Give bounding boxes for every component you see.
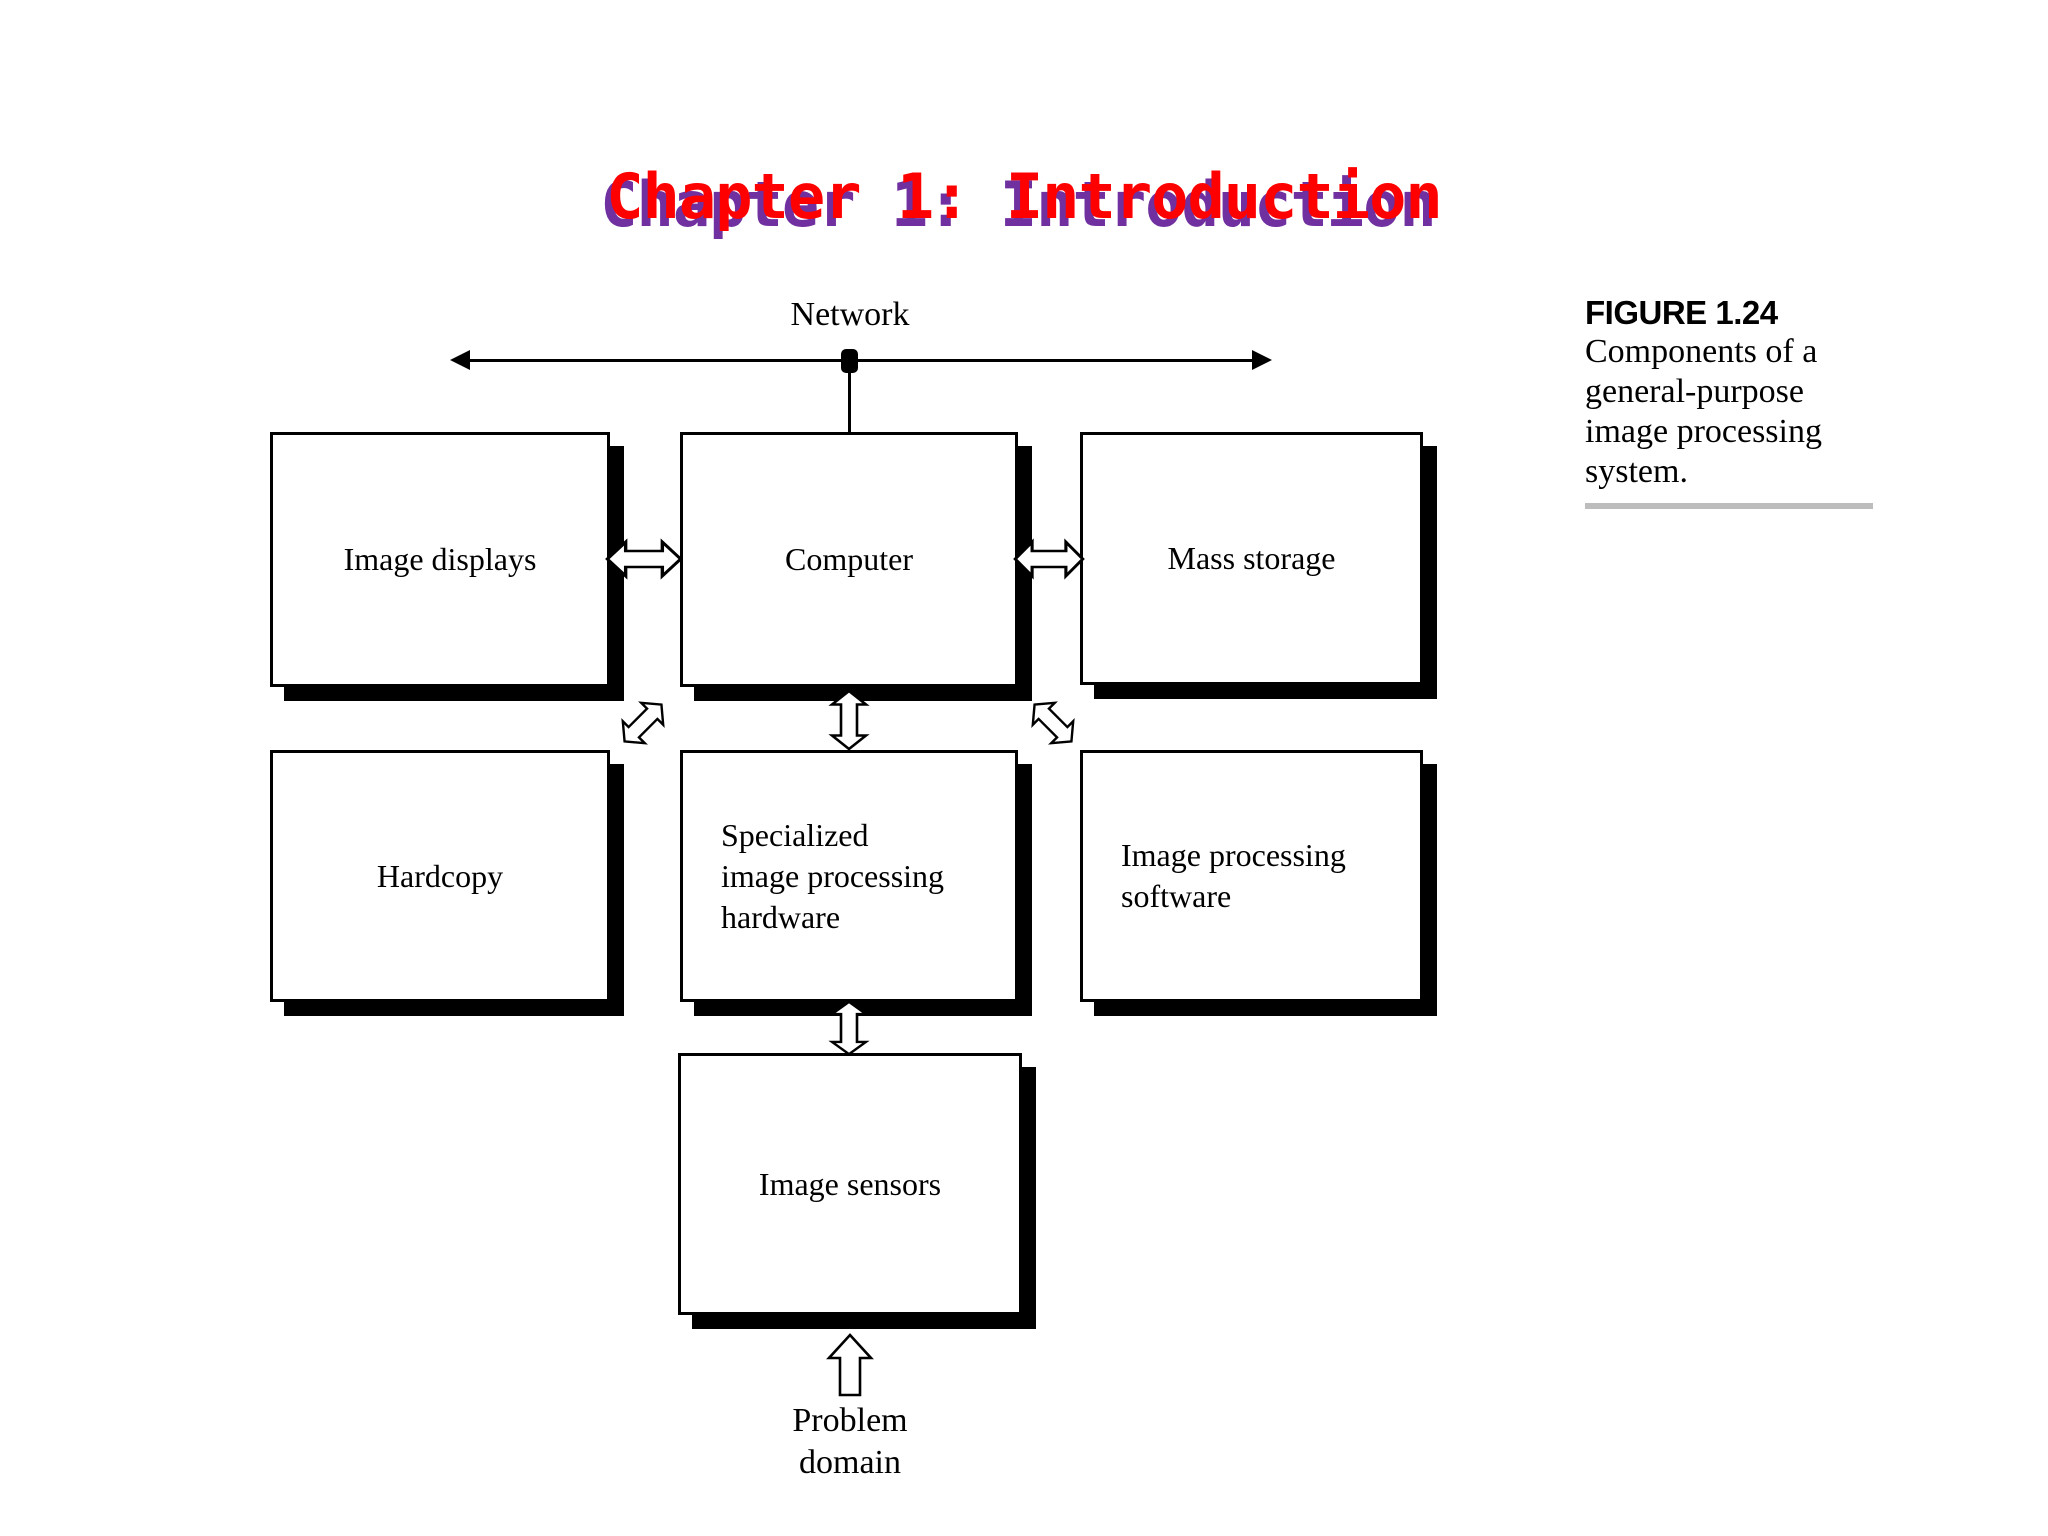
double-arrow-displays-computer-icon [605, 536, 683, 582]
network-arrowhead-right-icon [1252, 350, 1272, 370]
page-title: Chapter 1: Introduction [606, 160, 1443, 233]
double-arrow-computer-software-diagonal-icon [1019, 689, 1087, 757]
box-image-processing-software: Image processing software [1080, 750, 1423, 1002]
box-image-displays: Image displays [270, 432, 610, 687]
double-arrow-computer-hardcopy-diagonal-icon [609, 689, 677, 757]
figure-caption-heading: FIGURE 1.24 [1585, 294, 1778, 331]
box-label: Image sensors [758, 1165, 942, 1202]
double-arrow-computer-hardware-icon [826, 689, 872, 751]
double-arrow-hardware-sensors-icon [826, 1000, 872, 1056]
network-arrowhead-left-icon [450, 350, 470, 370]
figure-caption-line: system. [1585, 453, 1688, 490]
box-hardcopy: Hardcopy [270, 750, 610, 1002]
network-bus-line [468, 359, 1254, 362]
box-specialized-image-processing-hardware: Specialized image processing hardware [680, 750, 1018, 1002]
up-arrow-problem-domain-icon [826, 1333, 874, 1397]
box-label: Specialized image processing hardware [721, 816, 945, 935]
figure-caption-line: general-purpose [1585, 373, 1805, 410]
box-label: Mass storage [1167, 540, 1336, 576]
figure-caption-line: Components of a [1585, 333, 1818, 370]
box-label: Image processing software [1121, 837, 1346, 914]
network-computer-connector-line [848, 361, 851, 433]
box-mass-storage: Mass storage [1080, 432, 1423, 685]
figure-caption-line: image processing [1585, 413, 1822, 450]
caption-divider-rule [1585, 503, 1873, 509]
box-image-sensors: Image sensors [678, 1053, 1022, 1315]
network-label: Network [790, 296, 910, 333]
problem-domain-label: Problem domain [792, 1402, 908, 1481]
box-label: Hardcopy [376, 857, 504, 894]
box-label: Image displays [343, 541, 537, 577]
box-label: Computer [785, 541, 913, 577]
box-computer: Computer [680, 432, 1018, 687]
figure-caption: FIGURE 1.24 Components of a general-purp… [1585, 294, 1895, 492]
double-arrow-computer-storage-icon [1013, 536, 1085, 582]
